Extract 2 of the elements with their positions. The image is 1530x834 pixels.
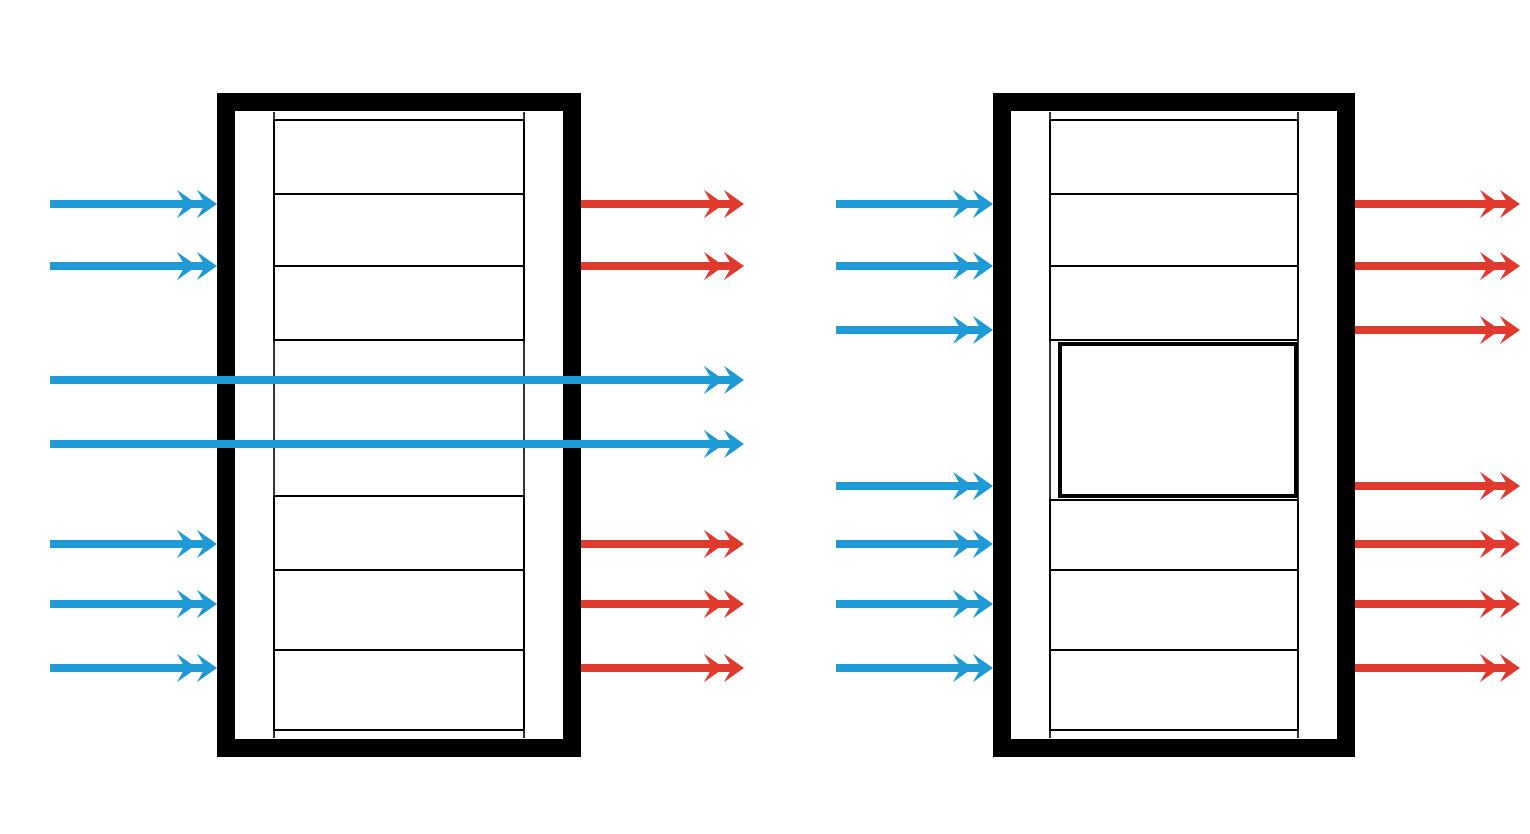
server-rack <box>993 93 1355 757</box>
server-rack <box>217 93 581 757</box>
